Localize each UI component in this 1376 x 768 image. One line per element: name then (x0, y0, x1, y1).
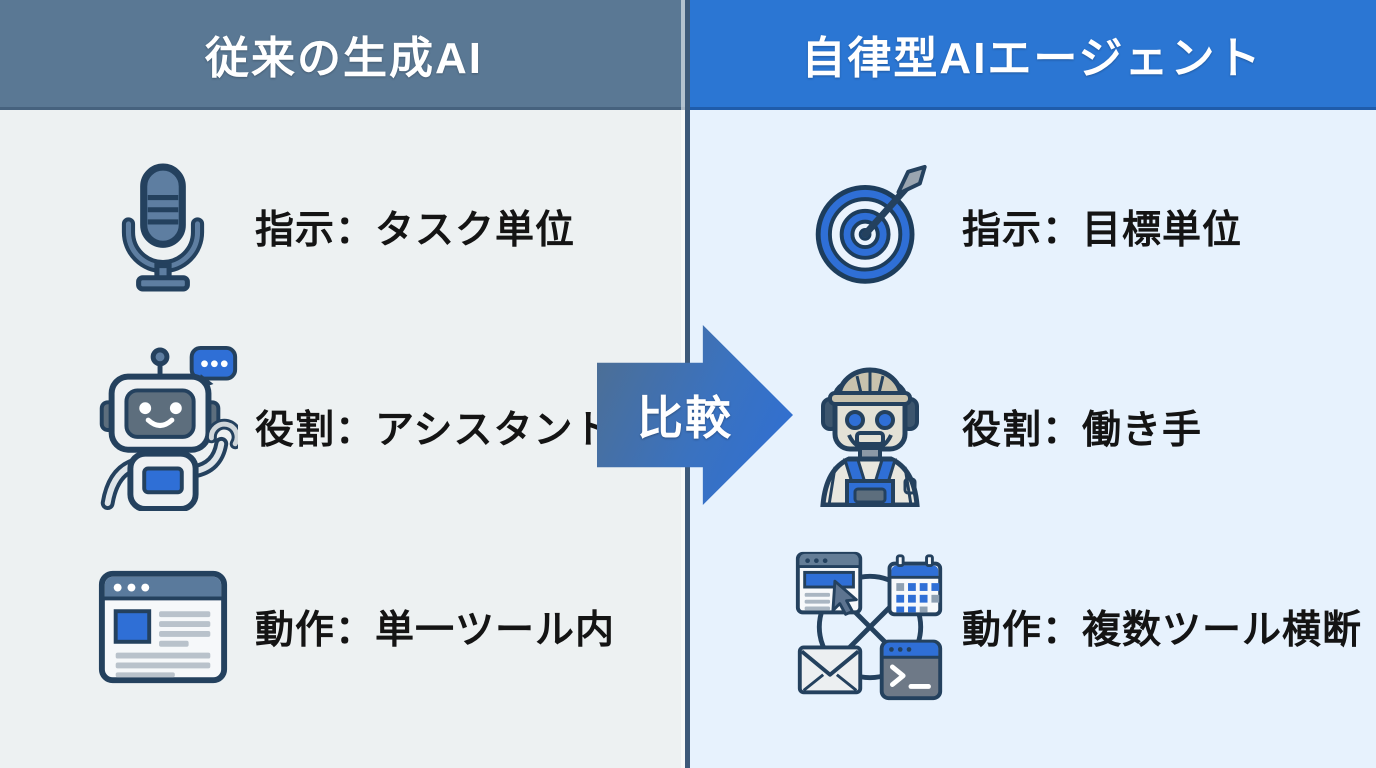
row-label: 指示：目標単位 (962, 209, 1243, 252)
row-label: 役割：働き手 (962, 409, 1203, 452)
row-role-right: 役割：働き手 (688, 327, 1376, 527)
target-arrow-icon (792, 161, 948, 293)
right-panel-header: 自律型AIエージェント (688, 0, 1376, 110)
panel-traditional-ai: 従来の生成AI 指示：タスク単位 (0, 0, 688, 727)
row-label: 役割：アシスタント (255, 409, 614, 452)
row-label: 指示：タスク単位 (255, 209, 576, 252)
left-rows: 指示：タスク単位 (0, 110, 688, 727)
multi-tool-network-icon (792, 547, 948, 707)
microphone-icon (85, 161, 241, 293)
row-label: 動作：複数ツール横断 (962, 609, 1363, 652)
row-behavior-right: 動作：複数ツール横断 (688, 527, 1376, 727)
row-behavior-left: 動作：単一ツール内 (0, 527, 688, 727)
row-label: 動作：単一ツール内 (255, 609, 616, 652)
row-role-left: 役割：アシスタント (0, 327, 688, 527)
worker-robot-icon (792, 347, 948, 507)
browser-window-icon (85, 567, 241, 687)
right-rows: 指示：目標単位 (688, 110, 1376, 727)
row-instruction-left: 指示：タスク単位 (0, 127, 688, 327)
left-panel-header: 従来の生成AI (0, 0, 688, 110)
panel-autonomous-agent: 自律型AIエージェント 指示：目標単位 (688, 0, 1376, 768)
robot-assistant-icon (85, 343, 241, 511)
compare-arrow-label: 比較 (637, 392, 733, 444)
right-panel-title: 自律型AIエージェント (801, 33, 1263, 83)
row-instruction-right: 指示：目標単位 (688, 127, 1376, 327)
left-panel-title: 従来の生成AI (205, 33, 483, 83)
